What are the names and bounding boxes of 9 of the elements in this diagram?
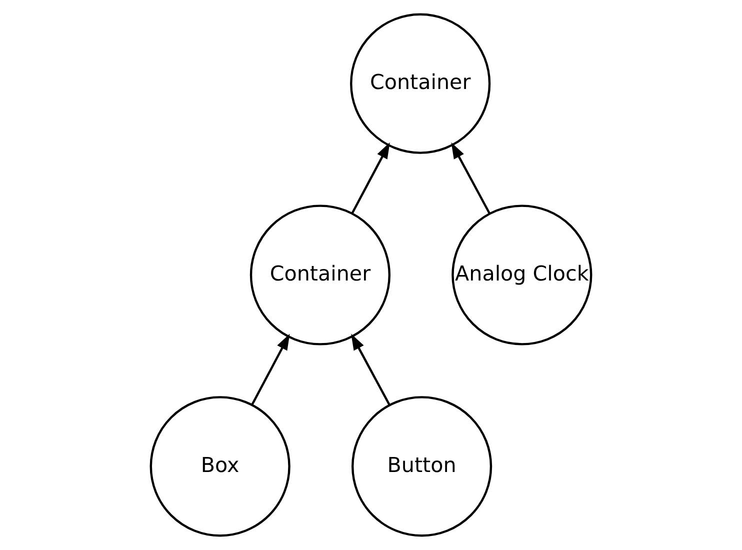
- arrow: [251, 334, 290, 406]
- node-circle: Container: [250, 204, 390, 346]
- node-circle: Analog Clock: [452, 204, 592, 346]
- node-circle: Container: [350, 13, 491, 154]
- node-circle: Button: [352, 396, 492, 537]
- arrow: [451, 142, 490, 214]
- arrow: [351, 142, 390, 214]
- node-circle: Box: [150, 396, 290, 537]
- arrow: [351, 334, 390, 406]
